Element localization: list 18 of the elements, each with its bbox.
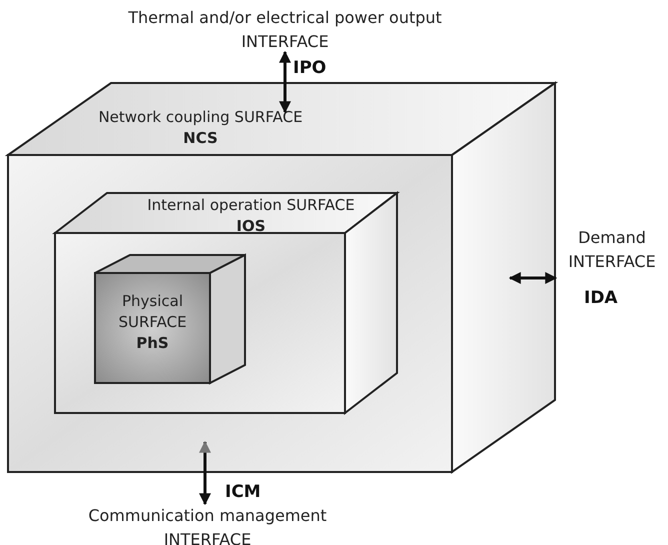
surface-label: Network coupling SURFACE <box>98 107 303 128</box>
interface-code: IPO <box>293 58 326 78</box>
interface-label: Demand <box>578 227 646 249</box>
surface-label: Physical SURFACE <box>117 291 188 333</box>
interface-label: INTERFACE <box>164 529 252 545</box>
surface-code: IOS <box>236 216 266 237</box>
interface-code: IDA <box>584 288 618 308</box>
surface-code: NCS <box>183 128 218 149</box>
double-arrow <box>508 272 558 284</box>
double-arrow <box>279 50 291 114</box>
double-arrow <box>199 440 211 506</box>
interface-label: INTERFACE <box>568 251 656 273</box>
surface-label: Internal operation SURFACE <box>147 195 355 216</box>
interface-label: Thermal and/or electrical power output <box>128 7 442 29</box>
interface-label: INTERFACE <box>241 31 329 53</box>
interface-code: ICM <box>225 482 261 502</box>
surface-code: PhS <box>136 333 169 354</box>
interface-label: Communication management <box>88 505 327 527</box>
